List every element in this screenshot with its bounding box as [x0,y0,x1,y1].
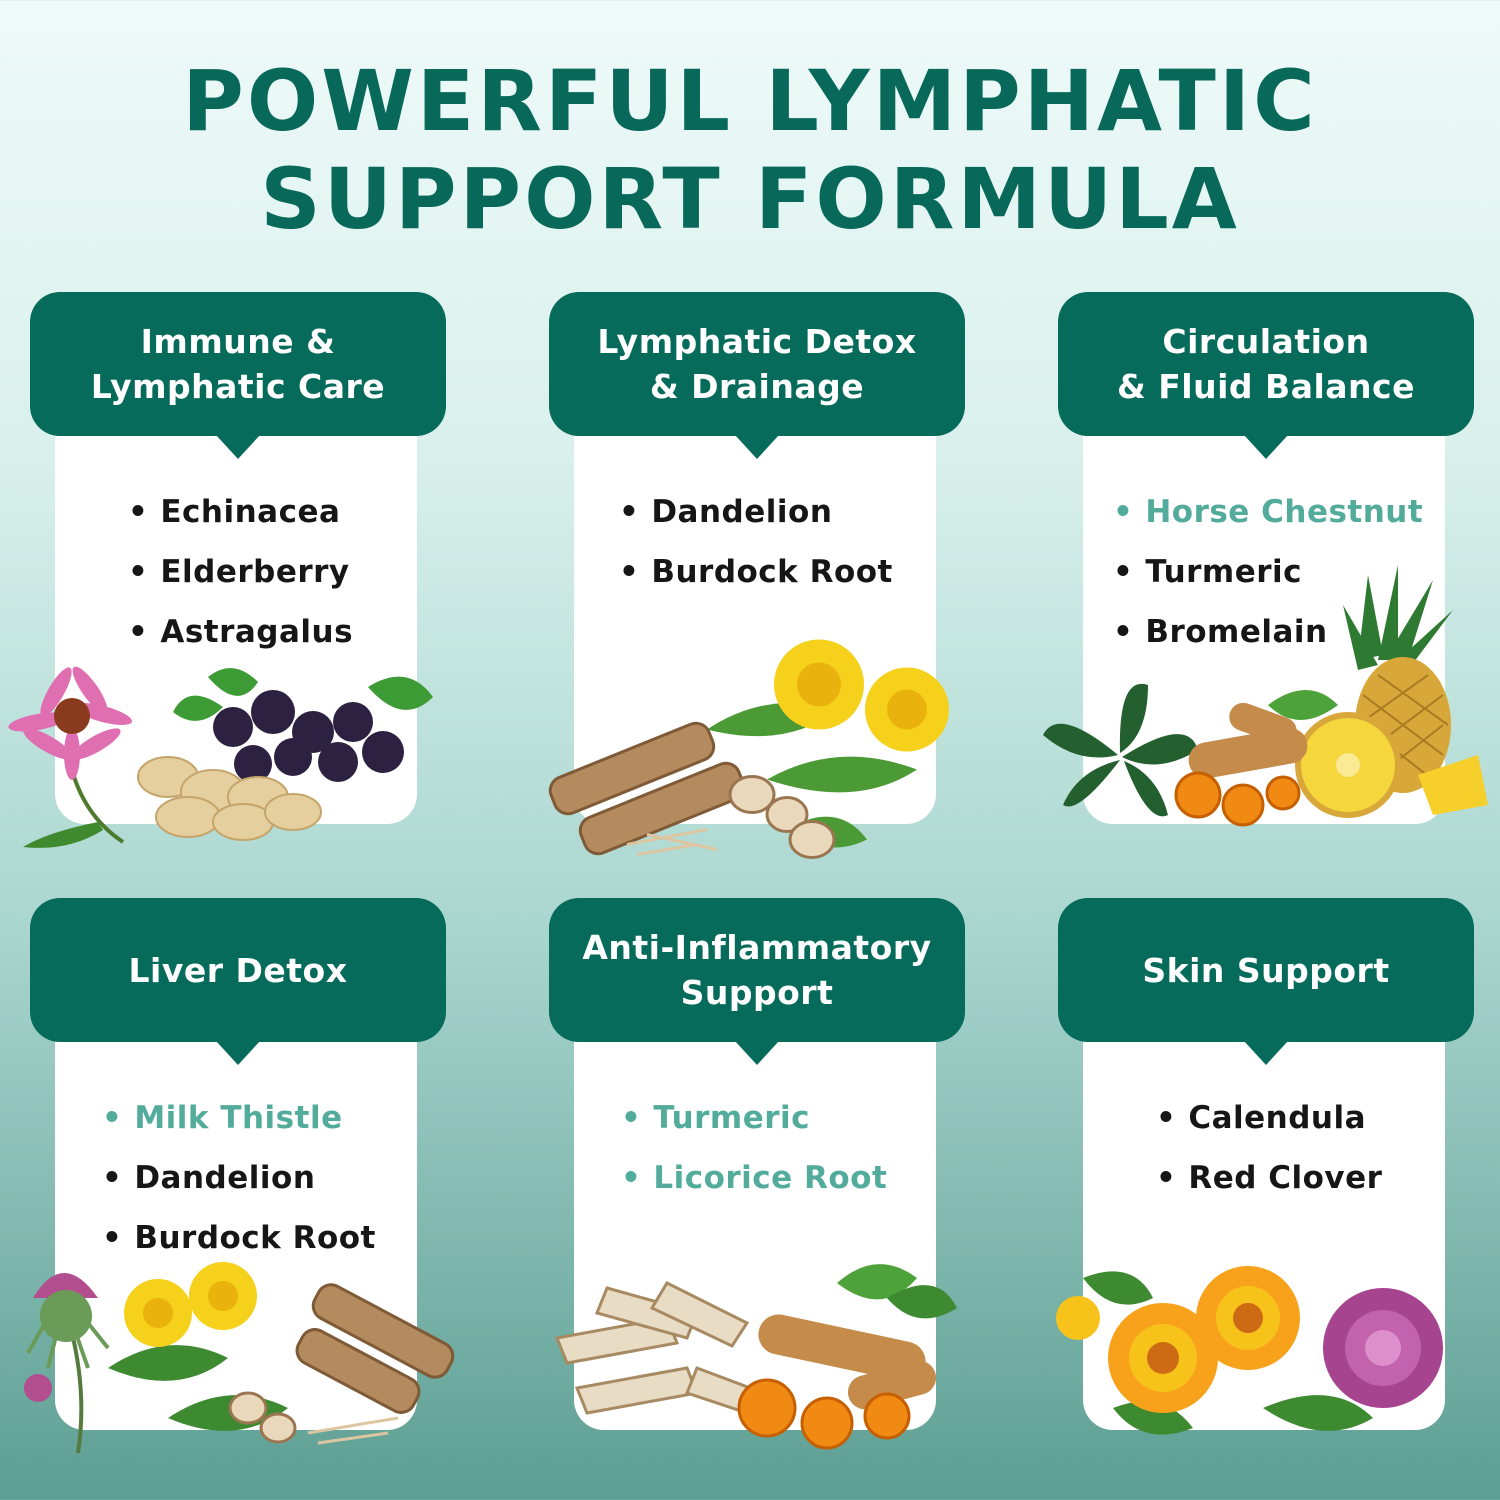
ingredient-list: Calendula Red Clover [1156,1088,1382,1208]
horse-chestnut-turmeric-pineapple-illustration [1043,565,1488,827]
card-header: Immune & Lymphatic Care [30,292,446,459]
card-header: Circulation & Fluid Balance [1058,292,1474,459]
card-header: Skin Support [1058,898,1474,1065]
card-header-line: Lymphatic Care [90,367,386,406]
card-anti-inflammatory-support: Anti-Inflammatory Support Turmeric Licor… [549,898,965,1450]
card-immune-lymphatic-care: Immune & Lymphatic Care Echinacea Elderb… [8,292,446,848]
ingredient-list: Echinacea Elderberry Astragalus [128,482,353,662]
card-skin-support: Skin Support Calendula Red Clover [1056,898,1474,1435]
card-header-line: Anti-Inflammatory [582,928,932,967]
ingredient-list: Milk Thistle Dandelion Burdock Root [102,1088,376,1268]
ingredient-list: Horse Chestnut Turmeric Bromelain [1113,482,1423,662]
card-header-line: & Fluid Balance [1117,367,1415,406]
ingredient-item: Echinacea [128,482,353,542]
card-circulation-fluid-balance: Circulation & Fluid Balance Horse Chestn… [1043,292,1488,828]
card-header-line: Skin Support [1142,950,1390,990]
ingredient-item: Dandelion [102,1148,376,1208]
ingredient-item-highlighted: Licorice Root [621,1148,887,1208]
card-liver-detox: Liver Detox Milk Thistle Dandelion Burdo… [24,898,455,1454]
ingredient-item: Astragalus [128,602,353,662]
ingredient-item: Turmeric [1113,542,1423,602]
turmeric-licorice-root-illustration [554,1264,957,1450]
ingredient-list: Turmeric Licorice Root [621,1088,887,1208]
page-title-line-2: SUPPORT FORMULA [260,150,1240,248]
card-header: Liver Detox [30,898,446,1065]
card-header: Lymphatic Detox & Drainage [549,292,965,459]
ingredient-list: Dandelion Burdock Root [619,482,893,602]
ingredient-item: Calendula [1156,1088,1382,1148]
card-header-line: Lymphatic Detox [597,322,917,361]
card-lymphatic-detox-drainage: Lymphatic Detox & Drainage Dandelion Bur… [548,292,965,859]
ingredient-item-highlighted: Horse Chestnut [1113,482,1423,542]
ingredient-item: Bromelain [1113,602,1423,662]
page-title: POWERFUL LYMPHATIC SUPPORT FORMULA [0,52,1500,248]
milk-thistle-dandelion-burdock-illustration [24,1262,455,1454]
ingredient-item: Red Clover [1156,1148,1382,1208]
card-header-line: Liver Detox [128,950,348,990]
echinacea-elderberry-astragalus-illustration [8,666,433,848]
card-header-line: Support [680,973,834,1012]
ingredient-item: Burdock Root [619,542,893,602]
card-header-line: & Drainage [649,367,865,406]
ingredient-item: Dandelion [619,482,893,542]
ingredient-item-highlighted: Turmeric [621,1088,887,1148]
ingredient-item: Burdock Root [102,1208,376,1268]
calendula-red-clover-illustration [1056,1266,1443,1435]
ingredient-item-highlighted: Milk Thistle [102,1088,376,1148]
page-title-line-1: POWERFUL LYMPHATIC [182,52,1318,150]
card-header-line: Circulation [1162,322,1370,361]
dandelion-burdock-root-illustration [548,639,949,859]
card-header-line: Immune & [140,322,336,361]
ingredient-item: Elderberry [128,542,353,602]
card-header: Anti-Inflammatory Support [549,898,965,1065]
